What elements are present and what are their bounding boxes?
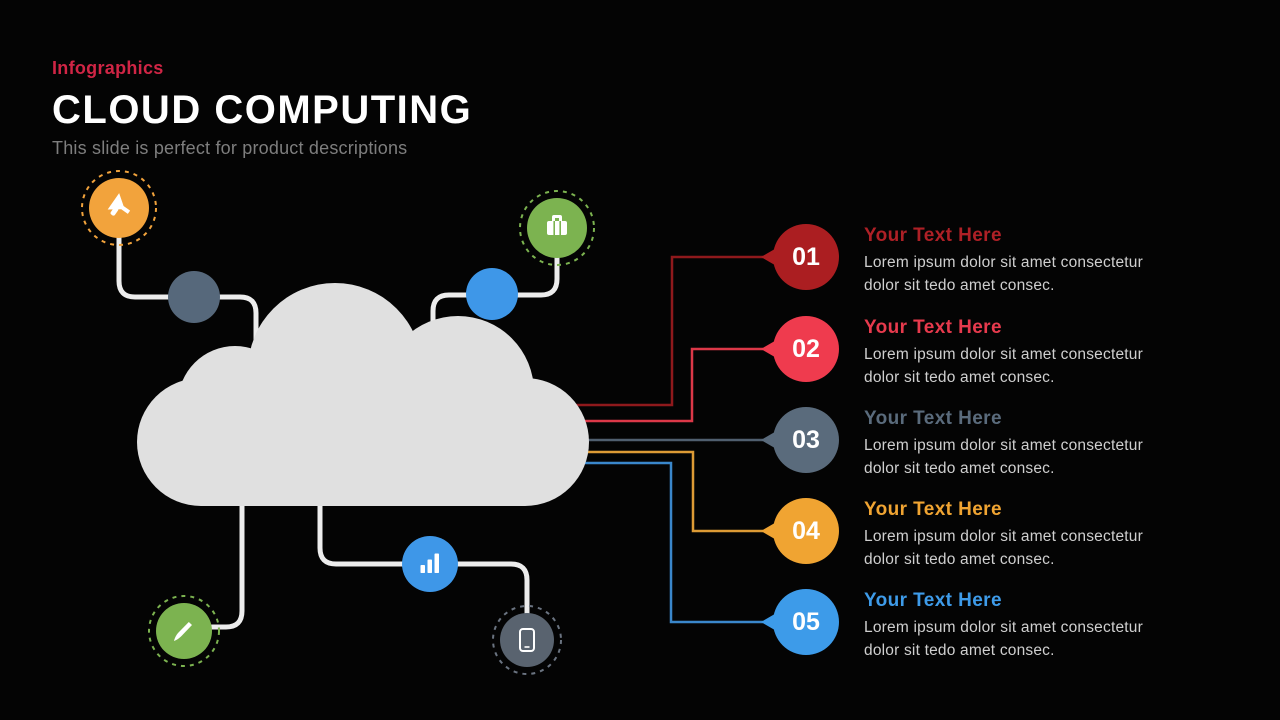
node-phone	[492, 605, 562, 675]
connector-brush	[209, 495, 245, 630]
item-connector-line-04	[570, 450, 763, 533]
item-badge-circle-01	[773, 224, 839, 290]
node-briefcase	[519, 190, 595, 266]
item-title: Your Text Here	[864, 590, 1002, 611]
item-body: Lorem ipsum dolor sit amet consectetur d…	[864, 619, 1143, 659]
cloud-base	[137, 378, 589, 506]
item-title: Your Text Here	[864, 317, 1002, 338]
item-connector-line-02	[570, 347, 763, 423]
megaphone-icon	[107, 193, 131, 216]
node-megaphone	[81, 170, 157, 246]
item-badge-circle-04	[773, 498, 839, 564]
item-number-04: 04	[792, 517, 820, 545]
item-connector-line-05	[570, 461, 763, 624]
briefcase-dashed-ring	[519, 190, 595, 266]
item-body: Lorem ipsum dolor sit amet consectetur d…	[864, 254, 1143, 294]
item-row-05: Your Text Here Lorem ipsum dolor sit ame…	[864, 590, 1164, 662]
item-badges	[761, 224, 839, 655]
item-badge-circle-03	[773, 407, 839, 473]
item-connector-line-01	[570, 255, 763, 407]
cloud-shape	[137, 283, 589, 506]
item-row-01: Your Text Here Lorem ipsum dolor sit ame…	[864, 225, 1164, 297]
phone-circle	[500, 613, 554, 667]
item-body: Lorem ipsum dolor sit amet consectetur d…	[864, 528, 1143, 568]
page-subtitle: This slide is perfect for product descri…	[52, 138, 408, 158]
connector-dot-right	[466, 268, 518, 320]
briefcase-icon	[547, 215, 567, 235]
paintbrush-icon	[174, 622, 192, 641]
item-row-04: Your Text Here Lorem ipsum dolor sit ame…	[864, 499, 1164, 571]
item-badge-circle-02	[773, 316, 839, 382]
node-chart	[402, 536, 458, 592]
eyebrow-label: Infographics	[52, 58, 164, 78]
colored-connectors	[570, 255, 763, 624]
brush-dashed-ring	[148, 595, 220, 667]
item-number-05: 05	[792, 608, 820, 636]
smartphone-icon	[519, 628, 535, 652]
slide-header: Infographics CLOUD COMPUTING This slide …	[52, 58, 472, 159]
item-title: Your Text Here	[864, 408, 1002, 429]
page-title: CLOUD COMPUTING	[52, 88, 473, 132]
item-row-03: Your Text Here Lorem ipsum dolor sit ame…	[864, 408, 1164, 480]
phone-dashed-ring	[492, 605, 562, 675]
item-number-01: 01	[792, 243, 820, 271]
node-brush	[148, 595, 220, 667]
megaphone-dashed-ring	[81, 170, 157, 246]
item-row-02: Your Text Here Lorem ipsum dolor sit ame…	[864, 317, 1164, 389]
connector-dot-left	[168, 271, 220, 323]
item-title: Your Text Here	[864, 499, 1002, 520]
item-title: Your Text Here	[864, 225, 1002, 246]
item-body: Lorem ipsum dolor sit amet consectetur d…	[864, 437, 1143, 477]
item-number-02: 02	[792, 335, 820, 363]
item-body: Lorem ipsum dolor sit amet consectetur d…	[864, 346, 1143, 386]
bar-chart-icon	[420, 553, 439, 573]
item-badge-circle-05	[773, 589, 839, 655]
item-number-03: 03	[792, 426, 820, 454]
